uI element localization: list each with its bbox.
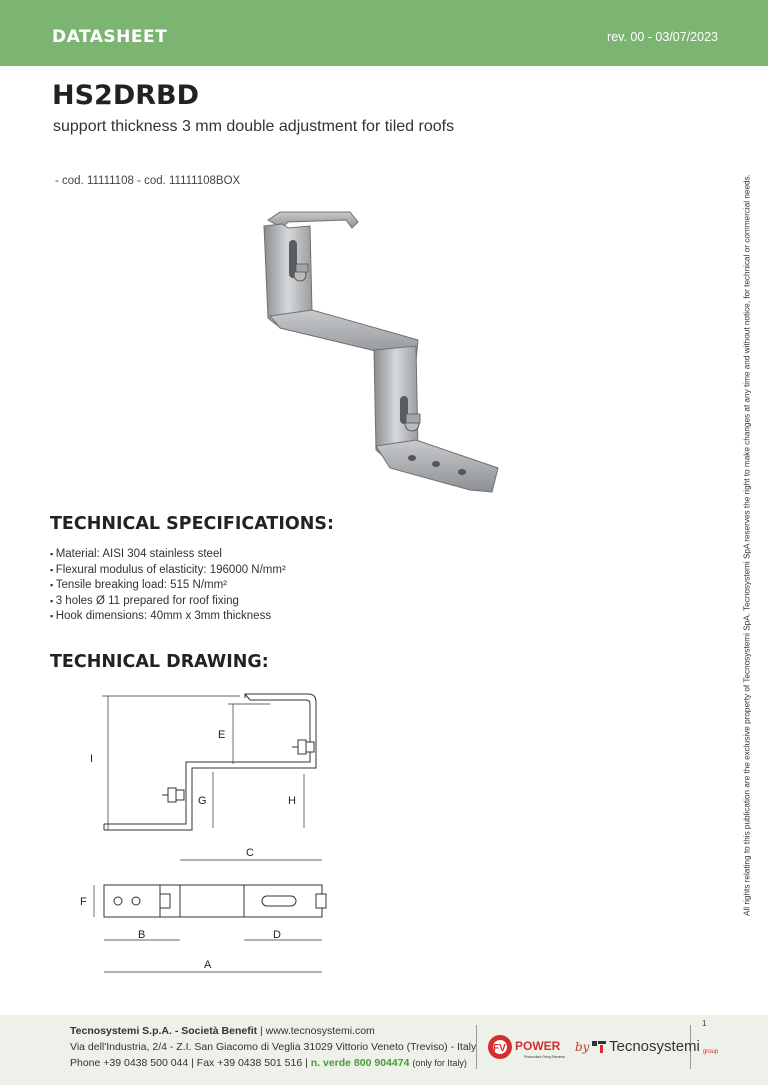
dim-label-e: E [218,729,225,741]
header-band [0,0,768,66]
spec-item-holes: 3 holes Ø 11 prepared for roof fixing [50,594,286,610]
fv-power-logo: FV POWER Photovoltaic Fixing Elements [488,1035,565,1059]
footer-company: Tecnosystemi S.p.A. - Società Benefit | … [70,1025,375,1037]
spec-item-elasticity: Flexural modulus of elasticity: 196000 N… [50,563,286,579]
dim-label-d: D [273,929,281,941]
tecnosystemi-logo: Tecnosystemi group [592,1038,718,1055]
product-photo [263,211,499,493]
fv-subtext: Photovoltaic Fixing Elements [524,1055,565,1059]
tecnosystemi-name: Tecnosystemi [609,1038,700,1055]
tecnosystemi-group: group [702,1049,719,1055]
footer-divider [690,1025,691,1069]
rights-notice: All rights relating to this publication … [742,174,752,916]
spec-list: Material: AISI 304 stainless steel Flexu… [50,547,286,625]
technical-drawing: I E G H C F B D A [80,693,327,973]
company-name: Tecnosystemi S.p.A. - Società Benefit [70,1025,258,1037]
dim-label-g: G [198,795,207,807]
footer-address: Via dell'Industria, 2/4 - Z.I. San Giaco… [70,1041,477,1053]
product-subtitle: support thickness 3 mm double adjustment… [53,118,455,135]
dim-label-h: H [288,795,296,807]
product-title: HS2DRBD [52,80,200,111]
dim-label-f: F [80,896,87,908]
footer-phone: Phone +39 0438 500 044 | Fax +39 0438 50… [70,1057,467,1069]
spec-item-material: Material: AISI 304 stainless steel [50,547,286,563]
footer-band [0,1015,768,1085]
dim-label-b: B [138,929,145,941]
toll-free-note: (only for Italy) [412,1058,467,1068]
drawing-heading: TECHNICAL DRAWING: [50,652,269,672]
revision-label: rev. 00 - 03/07/2023 [607,30,718,44]
dim-label-a: A [204,959,212,971]
dim-label-c: C [246,847,254,859]
company-website[interactable]: | www.tecnosystemi.com [260,1025,375,1037]
page-number: 1 [702,1019,707,1028]
tecnosystemi-mark-icon [592,1040,606,1053]
product-codes: - cod. 11111108 - cod. 11111108BOX [55,175,241,187]
by-text: by [575,1040,590,1054]
toll-free-number: n. verde 800 904474 [310,1057,410,1069]
spec-item-tensile-load: Tensile breaking load: 515 N/mm² [50,578,286,594]
header-title: DATASHEET [52,27,168,47]
specs-heading: TECHNICAL SPECIFICATIONS: [50,514,334,534]
fv-text: FV [493,1043,506,1054]
footer-divider [476,1025,477,1069]
spec-item-hook-dimensions: Hook dimensions: 40mm x 3mm thickness [50,609,286,625]
phone-fax: Phone +39 0438 500 044 | Fax +39 0438 50… [70,1057,308,1069]
power-text: POWER [515,1039,561,1053]
dim-label-i: I [90,753,93,765]
